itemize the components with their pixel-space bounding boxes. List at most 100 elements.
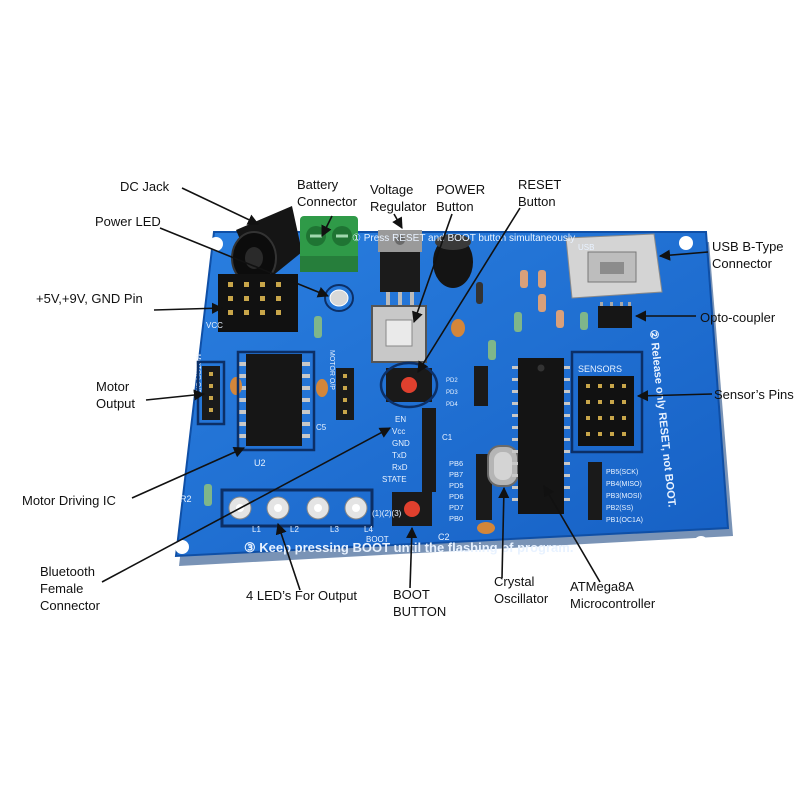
label-usb-line1: USB B-Type: [712, 239, 784, 254]
port-pins-silk: PB6 PB7 PD5 PD6 PD7 PB0: [449, 459, 464, 523]
label-motor-line2: Output: [96, 396, 136, 411]
motor-driver-ic: U2: [238, 354, 310, 468]
label-crystal-line1: Crystal: [494, 574, 535, 589]
label-battery-line2: Connector: [297, 194, 357, 209]
voltage-regulator: [378, 230, 422, 310]
prog-pins-silk: PB5(SCK) PB4(MISO) PB3(MOSI) PB2(SS) PB1…: [606, 469, 643, 524]
label-bluetooth: Bluetooth Female Connector: [40, 563, 100, 614]
mounting-hole-icon: [209, 237, 223, 251]
ceramic-cap-icon: [451, 319, 465, 337]
led-silk-2: L3: [330, 525, 339, 534]
silk-top-text: ① Press RESET and BOOT button simultaneo…: [352, 233, 575, 244]
label-power-led: Power LED: [95, 214, 161, 229]
programming-header: [588, 462, 602, 520]
motor-output-header-left: [202, 366, 220, 420]
power-led: [329, 289, 349, 307]
power-button: [371, 305, 427, 363]
motor-ic-highlight: [236, 350, 316, 452]
usb-b-connector: [565, 233, 663, 299]
motor-output-header-right: [336, 368, 354, 420]
ceramic-cap-icon: [316, 379, 328, 397]
port-pin-2: PD5: [449, 481, 464, 490]
label-crystal: Crystal Oscillator: [494, 573, 548, 607]
label-crystal-line2: Oscillator: [494, 591, 549, 606]
label-opto-coupler: Opto-coupler: [700, 310, 776, 325]
output-leds: L1 L2 L3 L4 (1)(2)(3) R2: [180, 488, 402, 534]
port-pin-top-0: PD2: [446, 378, 458, 384]
crystal-oscillator: [487, 445, 519, 487]
prog-pin-3: PB2(SS): [606, 505, 633, 512]
bt-pin-3: TxD: [392, 451, 407, 460]
battery-terminal: [300, 216, 358, 272]
label-regulator-line1: Voltage: [370, 182, 414, 197]
led-num-silk: (1)(2)(3): [372, 509, 402, 518]
label-boot-button: BOOT BUTTON: [393, 586, 446, 620]
label-leds-output: 4 LED’s For Output: [246, 588, 358, 603]
prog-pin-0: PB5(SCK): [606, 469, 638, 476]
bt-pin-5: STATE: [382, 475, 407, 484]
label-bluetooth-line1: Bluetooth: [40, 564, 95, 579]
label-power-pins: +5V,+9V, GND Pin: [36, 291, 143, 306]
bt-pin-4: RxD: [392, 463, 408, 472]
label-sensor-pins: Sensor’s Pins: [714, 387, 794, 402]
label-reset-line2: Button: [518, 194, 556, 209]
label-battery-connector: Battery Connector: [297, 176, 357, 210]
sensor-highlight: [570, 350, 644, 454]
vcc-silk-label: VCC: [206, 321, 223, 330]
usb-silk-label: USB: [578, 243, 594, 252]
label-power-line1: POWER: [436, 182, 486, 197]
port-pin-4: PD7: [449, 503, 464, 512]
label-motor-output: Motor Output: [96, 378, 135, 412]
resistors: [204, 270, 588, 506]
mounting-hole-icon: [694, 536, 708, 550]
power-led-highlight: [324, 284, 354, 312]
electrolytic-capacitor: [433, 234, 473, 288]
opto-coupler: [598, 302, 632, 328]
u2-silk-label: U2: [254, 458, 266, 468]
label-motor-ic: Motor Driving IC: [22, 493, 116, 508]
label-boot-line2: BUTTON: [393, 604, 447, 619]
port-pin-1: PB7: [449, 470, 463, 479]
label-motor-line1: Motor: [96, 379, 130, 394]
port-pin-5: PB0: [449, 514, 463, 523]
label-voltage-regulator: Voltage Regulator: [370, 181, 426, 215]
power-pin-header: VCC: [206, 274, 298, 332]
reset-highlight: [379, 361, 439, 409]
label-bluetooth-line2: Female: [40, 581, 84, 596]
prog-pin-2: PB3(MOSI): [606, 493, 642, 500]
label-usb-line2: Connector: [712, 256, 772, 271]
c1-silk-label: C1: [442, 433, 453, 442]
bluetooth-header: [422, 408, 436, 492]
mounting-hole-icon: [175, 540, 189, 554]
mounting-hole-icon: [679, 236, 693, 250]
label-dc-jack: DC Jack: [120, 179, 170, 194]
label-mcu-line1: ATMega8A: [570, 579, 635, 594]
label-power-button: POWER Button: [436, 181, 485, 215]
c2-silk-label: C2: [438, 532, 450, 542]
r2-silk-label: R2: [180, 494, 192, 504]
label-battery-line1: Battery: [297, 177, 339, 192]
c5-silk-label: C5: [316, 423, 327, 432]
bt-pin-2: GND: [392, 439, 410, 448]
led-silk-1: L2: [290, 525, 299, 534]
port-pin-0: PB6: [449, 459, 463, 468]
atmega8a-microcontroller: [512, 358, 570, 514]
label-reset-button: RESET Button: [518, 176, 561, 210]
label-regulator-line2: Regulator: [370, 199, 427, 214]
led-silk-3: L4: [364, 525, 373, 534]
boot-silk-label: BOOT: [366, 535, 389, 544]
led-silk-0: L1: [252, 525, 261, 534]
ceramic-cap-icon: [230, 377, 242, 395]
bt-pin-0: EN: [395, 415, 406, 424]
port-pins-top-silk: PD2 PD3 PD4: [446, 378, 458, 408]
bt-pin-1: Vcc: [392, 427, 405, 436]
label-mcu-line2: Microcontroller: [570, 596, 656, 611]
callout-arrows: [101, 187, 713, 591]
prog-pin-1: PB4(MISO): [606, 481, 642, 488]
boot-button: BOOT C2: [366, 492, 450, 544]
label-bluetooth-line3: Connector: [40, 598, 100, 613]
label-reset-line1: RESET: [518, 177, 562, 192]
bt-pins-silk: EN Vcc GND TxD RxD STATE: [382, 415, 410, 484]
port-pin-top-2: PD4: [446, 402, 458, 408]
